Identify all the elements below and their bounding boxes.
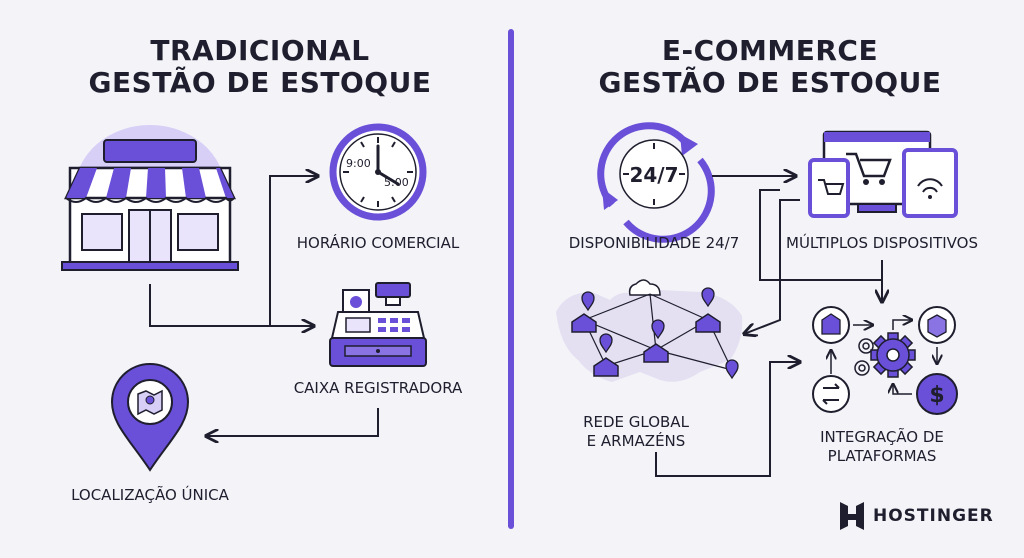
label-availability: DISPONIBILIDADE 24/7 [568, 234, 740, 252]
label-integration-line1: INTEGRAÇÃO DE [820, 428, 944, 446]
arrow-to-pin [206, 408, 379, 436]
map-pin-icon [110, 363, 190, 472]
line-devices-down [759, 189, 882, 302]
label-business-hours: HORÁRIO COMERCIAL [296, 234, 460, 252]
devices-icon [808, 130, 958, 218]
clock-24-7-text: 24/7 [629, 163, 678, 187]
clock-time-left: 9:00 [346, 157, 371, 170]
right-title: E-COMMERCE GESTÃO DE ESTOQUE [560, 35, 980, 99]
left-title-line2: GESTÃO DE ESTOQUE [88, 66, 432, 99]
dollar-symbol: $ [929, 383, 944, 408]
arrow-to-map [744, 199, 800, 334]
label-multi-device: MÚLTIPLOS DISPOSITIVOS [786, 234, 978, 252]
storefront-icon [61, 125, 239, 271]
arrow-to-integration [655, 362, 800, 477]
label-single-location: LOCALIZAÇÃO ÚNICA [71, 486, 229, 504]
label-global-network-line1: REDE GLOBAL [583, 413, 689, 431]
clock-time-right: 5:00 [384, 176, 409, 189]
wall-clock-icon: 9:00 5:00 [329, 123, 427, 221]
gear-integration-icon: $ [812, 306, 958, 415]
brand-name: HOSTINGER [873, 506, 994, 526]
24-7-clock-icon: 24/7 [597, 122, 715, 243]
right-title-line2: GESTÃO DE ESTOQUE [598, 66, 942, 99]
left-title: TRADICIONAL GESTÃO DE ESTOQUE [60, 35, 460, 99]
cash-register-icon [329, 282, 427, 367]
label-global-network: REDE GLOBAL E ARMAZÉNS [566, 413, 706, 451]
label-integration: INTEGRAÇÃO DE PLATAFORMAS [800, 428, 964, 466]
world-map-warehouses-icon [556, 279, 743, 382]
label-integration-line2: PLATAFORMAS [827, 447, 937, 465]
label-global-network-line2: E ARMAZÉNS [586, 432, 686, 450]
right-title-line1: E-COMMERCE [661, 34, 879, 67]
left-title-line1: TRADICIONAL [150, 34, 370, 67]
label-cash-register: CAIXA REGISTRADORA [293, 379, 463, 397]
brand-logo-icon [840, 502, 864, 530]
